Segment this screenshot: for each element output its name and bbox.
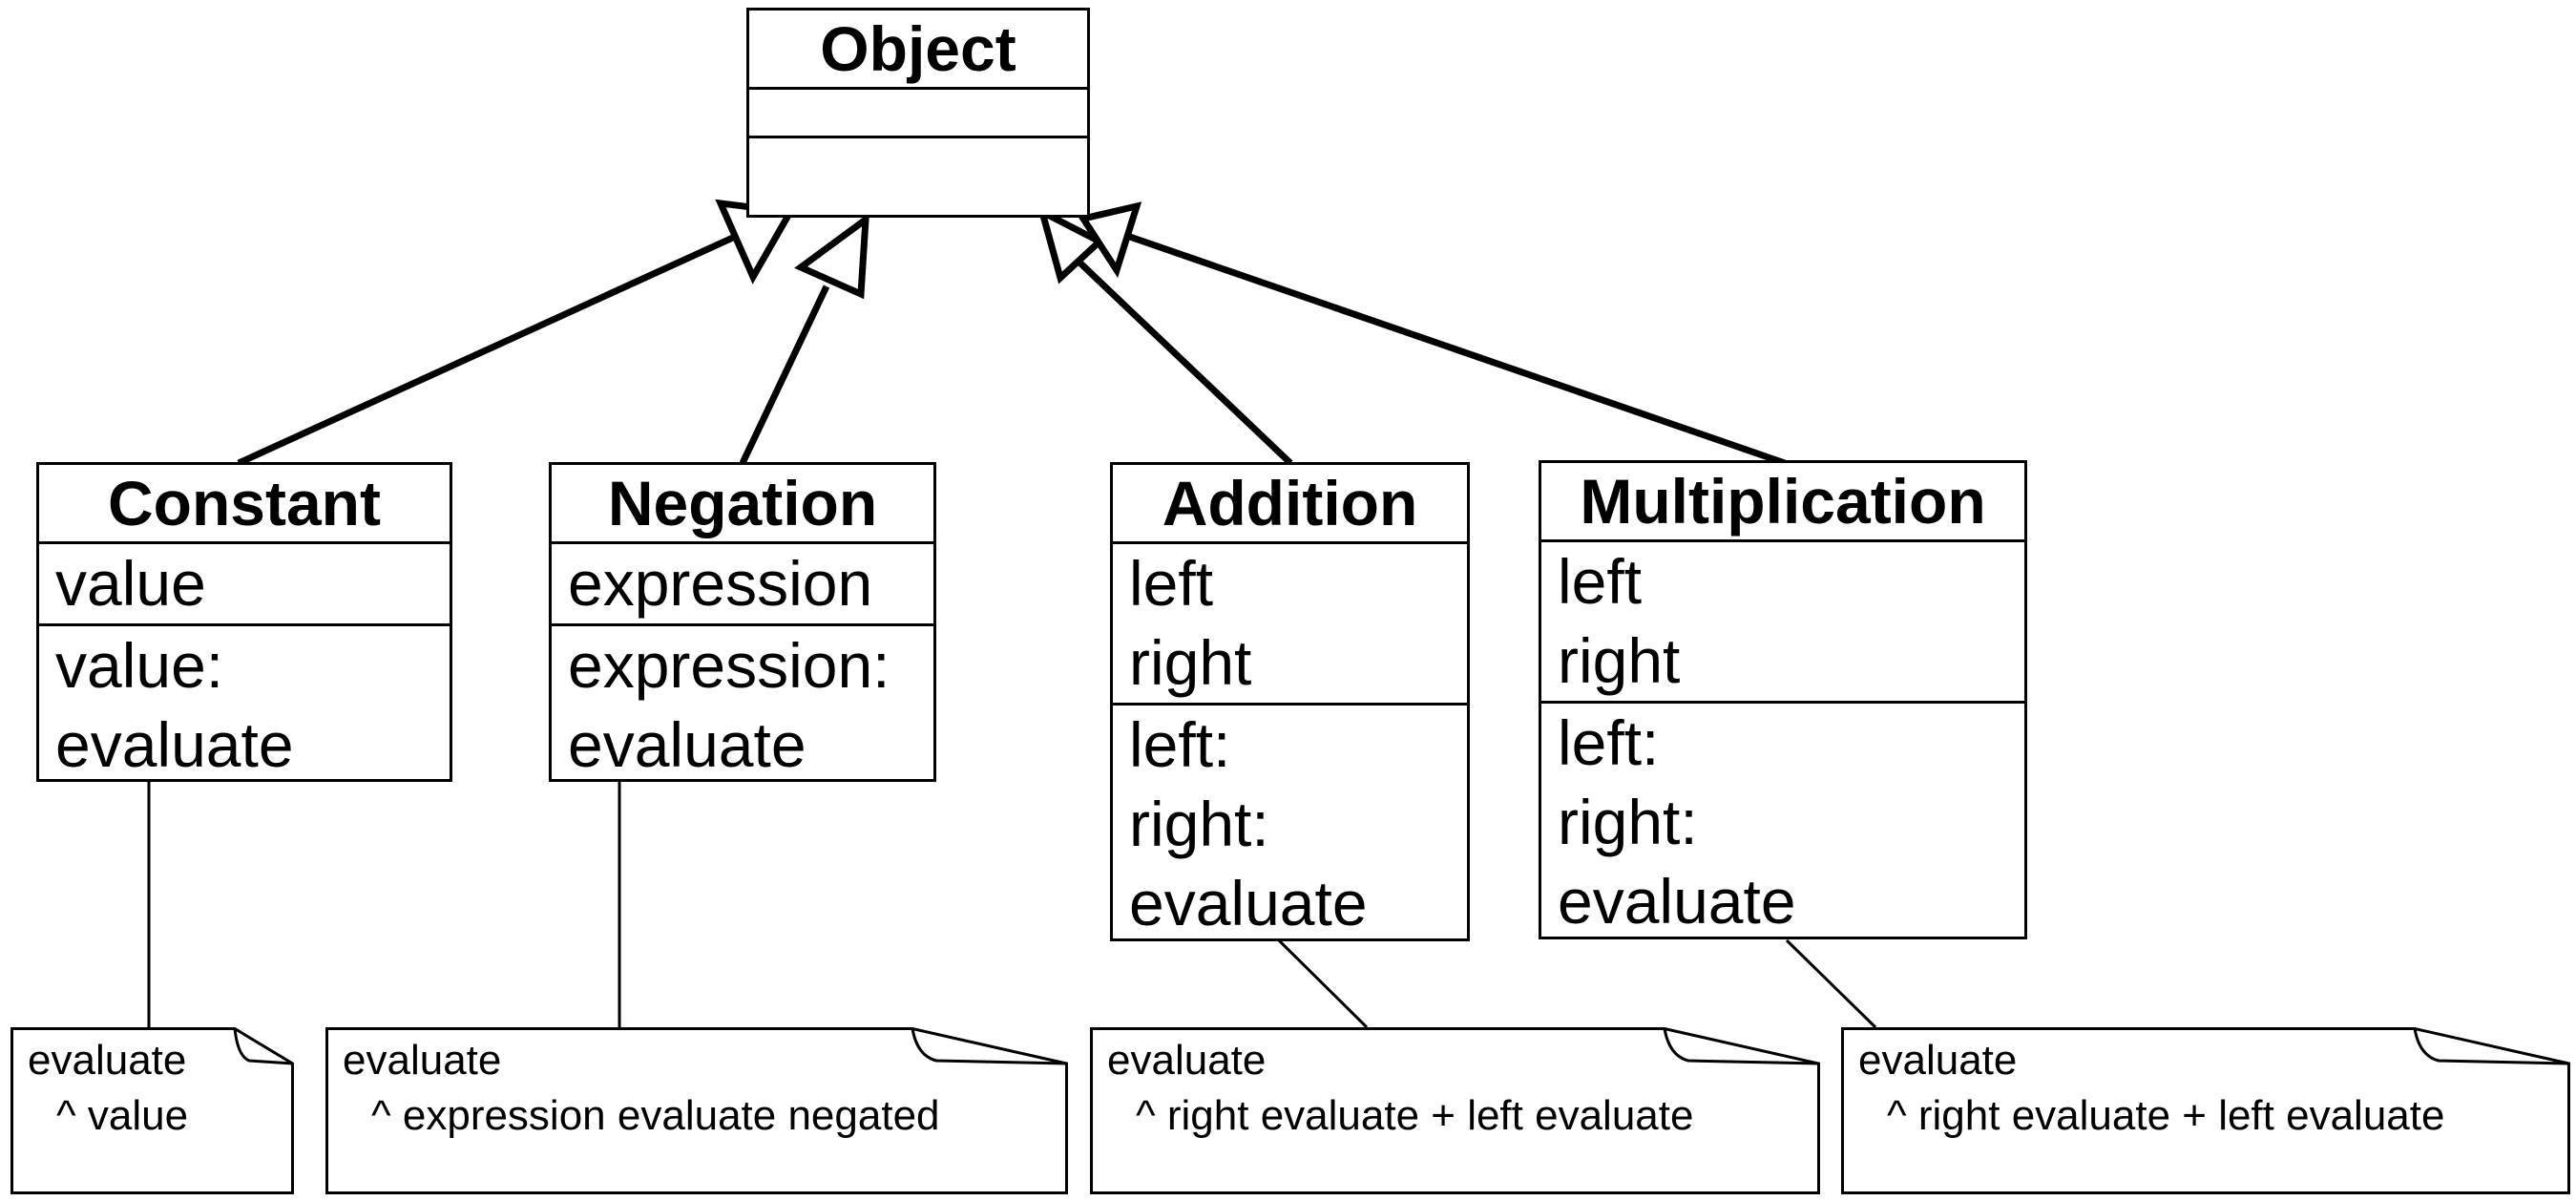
class-name: Multiplication bbox=[1541, 463, 2024, 542]
note-shape bbox=[1090, 1027, 1820, 1194]
method: right: bbox=[1558, 787, 1698, 857]
note-line: ^ right evaluate + left evaluate bbox=[1136, 1092, 1694, 1139]
attribute: left bbox=[1558, 546, 1643, 617]
note-line: evaluate bbox=[1107, 1037, 1267, 1084]
class-name: Negation bbox=[552, 465, 933, 544]
note-line: ^ value bbox=[56, 1092, 189, 1139]
attribute: value bbox=[55, 548, 206, 619]
generalization-line-addition bbox=[1072, 255, 1293, 466]
attribute: right bbox=[1129, 627, 1252, 698]
note-negation: evaluate ^ expression evaluate negated bbox=[325, 1027, 1068, 1194]
note-line: evaluate bbox=[1858, 1037, 2018, 1084]
class-name: Object bbox=[749, 11, 1087, 90]
note-constant: evaluate ^ value bbox=[10, 1027, 294, 1194]
note-line: evaluate bbox=[28, 1037, 187, 1084]
class-methods-section: value: evaluate bbox=[39, 626, 450, 785]
generalization-arrowhead-addition bbox=[1037, 205, 1106, 284]
class-constant: Constant value value: evaluate bbox=[36, 462, 452, 782]
attribute: right bbox=[1558, 625, 1681, 696]
class-methods-section: expression: evaluate bbox=[552, 626, 933, 785]
note-link-addition bbox=[1277, 938, 1369, 1029]
method: evaluate bbox=[568, 709, 806, 780]
note-line: ^ expression evaluate negated bbox=[371, 1092, 940, 1139]
method: evaluate bbox=[55, 709, 294, 780]
class-name: Constant bbox=[39, 465, 450, 544]
note-addition: evaluate ^ right evaluate + left evaluate bbox=[1090, 1027, 1820, 1194]
class-multiplication: Multiplication left right left: right: e… bbox=[1539, 460, 2027, 939]
generalization-line-negation bbox=[739, 284, 830, 465]
attribute: expression bbox=[568, 548, 873, 619]
note-text: evaluate ^ value bbox=[28, 1033, 188, 1144]
class-object: Object bbox=[746, 8, 1090, 218]
method: value: bbox=[55, 630, 224, 701]
generalization-arrowhead-multiplication bbox=[1078, 201, 1142, 279]
class-negation: Negation expression expression: evaluate bbox=[549, 462, 936, 782]
note-shape bbox=[1841, 1027, 2570, 1194]
note-shape bbox=[325, 1027, 1068, 1194]
note-text: evaluate ^ right evaluate + left evaluate bbox=[1107, 1033, 1693, 1144]
note-line: ^ right evaluate + left evaluate bbox=[1887, 1092, 2445, 1139]
method: expression: bbox=[568, 630, 890, 701]
method: left: bbox=[1558, 707, 1660, 778]
method: evaluate bbox=[1129, 868, 1368, 938]
generalization-line-constant bbox=[237, 233, 737, 467]
note-line: evaluate bbox=[343, 1037, 502, 1084]
generalization-arrowhead-negation bbox=[794, 212, 869, 300]
class-attributes-section: expression bbox=[552, 544, 933, 626]
method: left: bbox=[1129, 709, 1231, 780]
note-text: evaluate ^ expression evaluate negated bbox=[343, 1033, 940, 1144]
class-attributes-section: value bbox=[39, 544, 450, 626]
method: right: bbox=[1129, 789, 1269, 859]
class-attributes-section: left right bbox=[1541, 542, 2024, 704]
class-methods-section: left: right: evaluate bbox=[1113, 706, 1467, 943]
note-shape bbox=[10, 1027, 294, 1194]
class-attributes-section bbox=[749, 90, 1087, 138]
generalization-line-multiplication bbox=[1122, 231, 1787, 467]
class-name: Addition bbox=[1113, 465, 1467, 544]
attribute: left bbox=[1129, 548, 1214, 619]
class-attributes-section: left right bbox=[1113, 544, 1467, 706]
class-addition: Addition left right left: right: evaluat… bbox=[1110, 462, 1470, 941]
note-text: evaluate ^ right evaluate + left evaluate bbox=[1858, 1033, 2444, 1144]
note-link-multiplication bbox=[1785, 938, 1877, 1029]
method: evaluate bbox=[1558, 866, 1796, 937]
class-methods-section: left: right: evaluate bbox=[1541, 704, 2024, 941]
note-multiplication: evaluate ^ right evaluate + left evaluate bbox=[1841, 1027, 2570, 1194]
